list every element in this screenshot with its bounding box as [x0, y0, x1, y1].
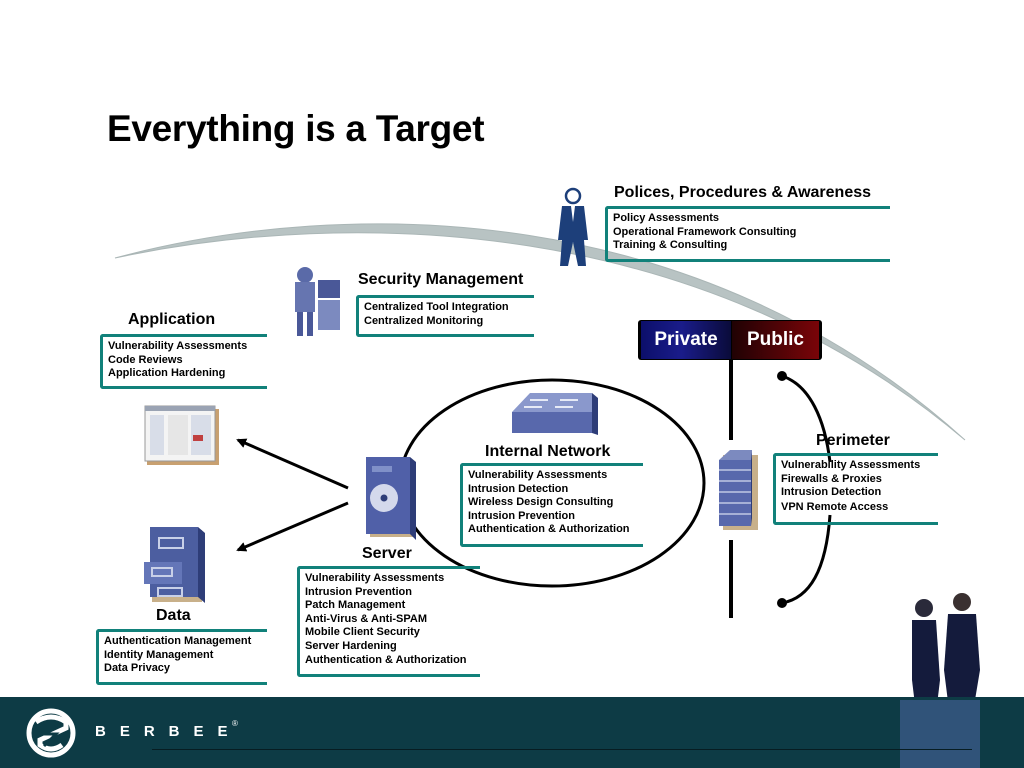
arrow-to-data: [236, 501, 349, 552]
security-management-heading: Security Management: [358, 271, 524, 288]
policies-box: Policy Assessments Operational Framework…: [605, 206, 890, 262]
server-heading: Server: [362, 545, 412, 562]
person-icon: [558, 187, 588, 266]
server-item: Patch Management: [305, 599, 406, 612]
server-item: Vulnerability Assessments: [305, 572, 445, 584]
server-icon: [366, 457, 416, 540]
registered-mark: ®: [232, 719, 238, 728]
brand-wordmark: BERBEE: [95, 723, 242, 740]
perimeter-curve-top: [781, 374, 832, 463]
internal-network-box: Vulnerability Assessments Intrusion Dete…: [460, 463, 643, 547]
horizon-arc: [114, 223, 966, 441]
data-item: Authentication Management: [104, 635, 252, 647]
policies-item: Operational Framework Consulting: [613, 225, 797, 238]
policies-item: Policy Assessments: [613, 212, 719, 224]
server-box: Vulnerability Assessments Intrusion Prev…: [297, 566, 480, 677]
perimeter-curve-bottom: [781, 514, 832, 605]
perimeter-box: Vulnerability Assessments Firewalls & Pr…: [773, 453, 938, 525]
internal-network-item: Authentication & Authorization: [468, 523, 630, 536]
application-item: Application Hardening: [108, 367, 226, 380]
perimeter-dot-bottom: [777, 598, 787, 608]
server-item: Anti-Virus & Anti-SPAM: [305, 612, 428, 625]
firewall-icon: [719, 450, 758, 530]
data-item: Data Privacy: [104, 662, 171, 675]
public-label: Public: [732, 321, 819, 359]
perimeter-item: Vulnerability Assessments: [781, 459, 921, 471]
perimeter-heading: Perimeter: [816, 432, 890, 449]
application-heading: Application: [128, 311, 216, 328]
server-item: Intrusion Prevention: [305, 585, 412, 598]
data-item: Identity Management: [104, 648, 214, 661]
admin-workstation-icon: [290, 267, 340, 340]
server-item: Authentication & Authorization: [305, 653, 467, 666]
perimeter-dot-top: [777, 371, 787, 381]
perimeter-item: Intrusion Detection: [781, 486, 882, 499]
file-cabinet-icon: [144, 527, 205, 603]
internal-network-item: Wireless Design Consulting: [468, 496, 614, 509]
security-management-box: Centralized Tool Integration Centralized…: [356, 295, 534, 337]
policies-heading: Polices, Procedures & Awareness: [614, 184, 872, 201]
network-switch-icon: [512, 393, 598, 435]
server-item: Mobile Client Security: [305, 626, 420, 639]
application-item: Vulnerability Assessments: [108, 340, 248, 352]
footer-divider: [152, 749, 972, 750]
private-label: Private: [641, 321, 731, 359]
arrow-to-application: [236, 438, 349, 490]
server-item: Server Hardening: [305, 639, 397, 652]
data-box: Authentication Management Identity Manag…: [96, 629, 267, 685]
security-management-item: Centralized Tool Integration: [364, 301, 509, 313]
application-box: Vulnerability Assessments Code Reviews A…: [100, 334, 267, 389]
perimeter-item: VPN Remote Access: [781, 500, 889, 513]
footer-bar: [0, 697, 1024, 768]
policies-item: Training & Consulting: [613, 239, 728, 252]
perimeter-item: Firewalls & Proxies: [781, 472, 882, 485]
web-page-icon: [144, 405, 219, 465]
application-item: Code Reviews: [108, 353, 183, 366]
internal-network-heading: Internal Network: [485, 443, 611, 460]
internal-network-item: Intrusion Detection: [468, 482, 569, 495]
security-management-item: Centralized Monitoring: [364, 314, 484, 327]
internal-network-item: Intrusion Prevention: [468, 509, 575, 522]
internal-network-item: Vulnerability Assessments: [468, 469, 608, 481]
data-heading: Data: [156, 607, 191, 624]
slide-title: Everything is a Target: [107, 108, 485, 149]
